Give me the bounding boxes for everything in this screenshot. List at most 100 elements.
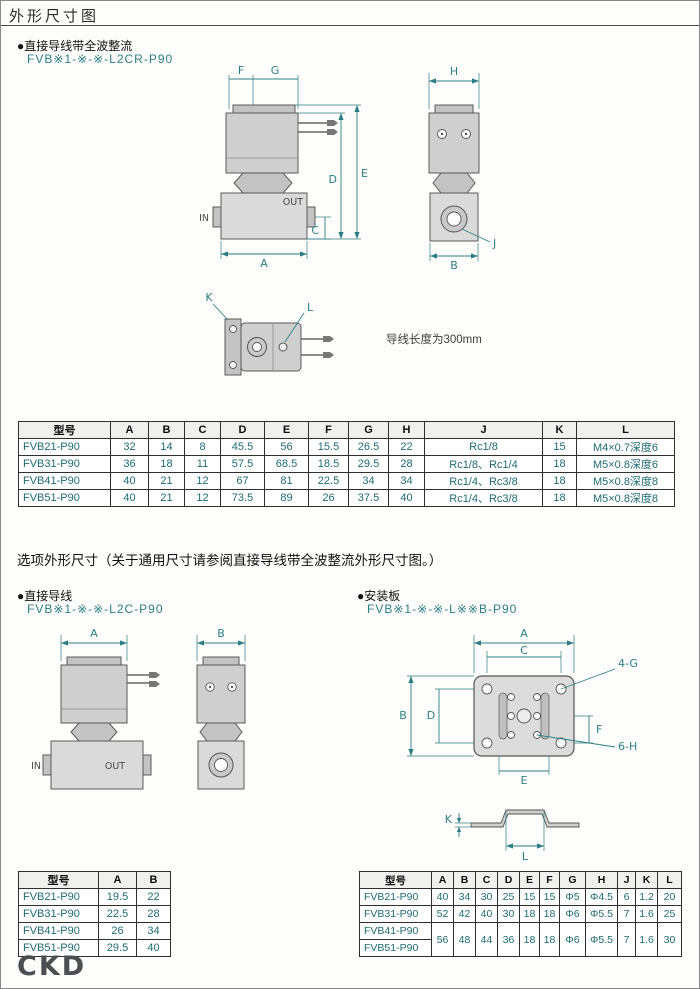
table-cell: 81 <box>264 472 309 490</box>
column-header: J <box>424 421 543 439</box>
table-row: FVB21-P90 40 34 30 25 15 15 Φ5 Φ4.5 6 1.… <box>359 888 682 906</box>
dimension-table-direct-lead: 型号 A B FVB21-P90 19.5 22 FVB31-P90 22.5 … <box>18 871 171 957</box>
table-cell: 26.5 <box>348 438 389 456</box>
table-cell: 40 <box>110 472 149 490</box>
table-cell: FVB31-P90 <box>18 905 99 923</box>
dim-label-k: K <box>205 291 213 304</box>
table-cell: 18.5 <box>308 455 349 473</box>
dim-label-f: F <box>238 64 244 77</box>
table-cell: Φ6 <box>559 905 586 923</box>
plate-top-view: A C B D <box>399 627 638 787</box>
dim-label-e: E <box>361 167 368 180</box>
main-dimension-drawing: F G IN OUT A C <box>199 64 496 376</box>
table-cell: 7 <box>617 905 636 923</box>
column-header: B <box>453 871 476 889</box>
table-cell: 7 <box>617 922 636 957</box>
table-cell: 18 <box>542 455 577 473</box>
dimension-table-mounting-plate: 型号 A B C D E F G H J K L FVB21-P90 40 34… <box>359 871 682 957</box>
coil-cap <box>232 104 296 114</box>
table-cell: 25 <box>497 888 520 906</box>
column-header: H <box>585 871 618 889</box>
dim-label-l: L <box>522 850 529 863</box>
table-row: FVB51-P90 <box>359 939 682 957</box>
table-cell: Rc1/8、Rc1/4 <box>424 455 543 473</box>
table-cell: FVB21-P90 <box>18 438 111 456</box>
column-header: F <box>308 421 349 439</box>
table-cell: 8 <box>184 438 221 456</box>
column-header: 型号 <box>359 871 432 889</box>
table-cell: 30 <box>475 888 498 906</box>
callout-6-h: 6-H <box>618 740 637 753</box>
table-cell: FVB41-P90 <box>359 922 432 940</box>
table-row: FVB41-P90 56 48 44 36 18 18 Φ6 Φ5.5 7 1.… <box>359 922 682 957</box>
dim-label-g: G <box>271 64 280 77</box>
table-cell: 32 <box>110 438 149 456</box>
dimension-table-main: 型号 A B C D E F G H J K L FVB21-P90 32 14… <box>18 421 675 507</box>
table-cell: 40 <box>475 905 498 923</box>
table-row: FVB31-P90 22.5 28 <box>18 905 171 923</box>
option-side-view: B <box>196 627 246 790</box>
table-cell: 40 <box>388 489 425 507</box>
table-cell: 22.5 <box>308 472 349 490</box>
table-cell: FVB41-P90 <box>18 472 111 490</box>
table-row: FVB21-P90 19.5 22 <box>18 888 171 906</box>
dim-label-l: L <box>307 301 314 314</box>
dim-label-f: F <box>596 723 602 736</box>
ckd-logo: CKD <box>17 951 87 982</box>
table-cell: 6 <box>617 888 636 906</box>
table-row: FVB41-P90 40 21 12 67 81 22.5 34 34 Rc1/… <box>18 472 675 490</box>
hex-nut <box>233 172 293 194</box>
mounting-plate-drawing: A C B D <box>399 627 638 863</box>
table-cell: 22 <box>388 438 425 456</box>
direct-lead-drawing: A IN OUT B <box>31 627 246 790</box>
valve-front-view: F G IN OUT A C <box>199 64 368 270</box>
section2-left-bullet: ●直接导线 <box>17 589 73 603</box>
dim-label-e: E <box>521 774 528 787</box>
valve-body <box>220 192 308 240</box>
table-cell: Rc1/8 <box>424 438 543 456</box>
column-header: 型号 <box>18 421 111 439</box>
table-cell: 28 <box>388 455 425 473</box>
table-cell: Φ6 <box>559 922 586 957</box>
table-cell: FVB31-P90 <box>359 905 432 923</box>
table-cell: 30 <box>657 922 682 957</box>
callout-4-g: 4-G <box>618 657 638 670</box>
dim-label-b: B <box>399 709 407 722</box>
table-cell: Φ5.5 <box>585 922 618 957</box>
table-cell: Φ5 <box>559 888 586 906</box>
table-cell: 21 <box>148 472 185 490</box>
dim-label-j: J <box>492 237 496 250</box>
table-cell: M4×0.7深度6 <box>576 438 675 456</box>
bracket-profile <box>470 809 580 828</box>
dim-label-a: A <box>520 627 528 640</box>
table-cell: 73.5 <box>220 489 265 507</box>
table-cell: M5×0.8深度6 <box>576 455 675 473</box>
table-row: FVB21-P90 32 14 8 45.5 56 15.5 26.5 22 R… <box>18 438 675 456</box>
table-cell: 26 <box>308 489 349 507</box>
table-row: FVB51-P90 40 21 12 73.5 89 26 37.5 40 Rc… <box>18 489 675 507</box>
table-cell: FVB51-P90 <box>18 939 99 957</box>
column-header: B <box>148 421 185 439</box>
section2-right-bullet: ●安装板 <box>357 589 401 603</box>
table-cell: 22.5 <box>98 905 137 923</box>
column-header: D <box>497 871 520 889</box>
table-cell: 1.2 <box>635 888 658 906</box>
dim-label-b: B <box>450 259 458 272</box>
table-cell: 40 <box>136 939 171 957</box>
table-cell: 34 <box>136 922 171 940</box>
table-cell: 18 <box>542 472 577 490</box>
section1-model-code: FVB※1-※-※-L2CR-P90 <box>27 52 174 66</box>
port-label-in: IN <box>31 761 41 772</box>
port-label-in: IN <box>199 213 209 224</box>
coil <box>225 112 299 174</box>
page-title: 外形尺寸图 <box>9 8 100 25</box>
column-header: A <box>110 421 149 439</box>
table-header-row: 型号 A B C D E F G H J K L <box>359 871 682 889</box>
option-front-view: A IN OUT <box>31 627 160 790</box>
table-cell: 12 <box>184 472 221 490</box>
table-cell: 34 <box>348 472 389 490</box>
table-cell: 44 <box>475 922 498 957</box>
table-cell: 34 <box>388 472 425 490</box>
table-cell: Rc1/4、Rc3/8 <box>424 472 543 490</box>
